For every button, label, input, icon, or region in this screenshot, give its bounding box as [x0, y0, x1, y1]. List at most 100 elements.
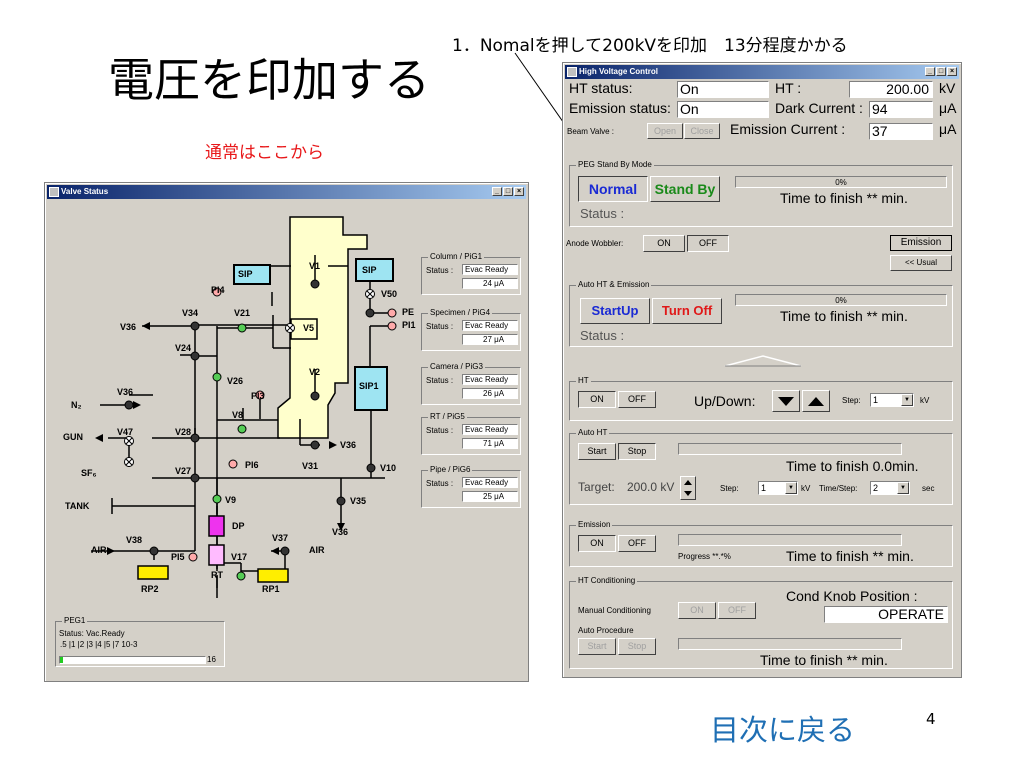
chevron-down-icon[interactable]: ▼ [897, 482, 909, 494]
ht-label: HT : [775, 80, 802, 96]
beam-valve-close-button[interactable]: Close [684, 123, 720, 139]
gauge-group-specimen: Specimen / PiG4 Status : Evac Ready 27 μ… [421, 308, 521, 351]
peg1-group-title: PEG1 [62, 616, 88, 625]
auto-ht-stop-button[interactable]: Stop [618, 443, 656, 460]
chevron-down-icon[interactable]: ▼ [785, 482, 797, 494]
start-here-note: 通常はここから [205, 143, 324, 163]
collapse-handle-icon[interactable] [723, 354, 803, 368]
gauge-group-title: Column / PiG1 [428, 252, 485, 261]
conditioning-off-button[interactable]: OFF [718, 602, 756, 619]
emission-status-field: On [677, 101, 769, 118]
ht-off-button[interactable]: OFF [618, 391, 656, 408]
maximize-icon[interactable]: □ [503, 187, 513, 196]
ht-group: HT ON OFF Up/Down: Step: 1 ▼ kV [569, 376, 953, 421]
emission-off-button[interactable]: OFF [618, 535, 656, 552]
v27-label: V27 [175, 466, 192, 476]
valve-window-titlebar[interactable]: Valve Status _ □ × [47, 185, 526, 199]
auto-ht-target-value: 200.0 kV [627, 480, 675, 494]
dark-current-field: 94 [869, 101, 933, 118]
peg-standby-progress-text: 0% [835, 178, 847, 187]
gauge-group-column: Column / PiG1 Status : Evac Ready 24 μA [421, 252, 521, 295]
time-step-select[interactable]: 2 ▼ [870, 481, 910, 495]
close-icon[interactable]: × [514, 187, 524, 196]
normal-button[interactable]: Normal [578, 176, 648, 202]
anode-wobbler-label: Anode Wobbler: [566, 239, 624, 248]
time-step-unit: sec [922, 484, 935, 493]
v26-label: V26 [227, 376, 244, 386]
ht-value-field: 200.00 [849, 81, 933, 98]
v2-label: V2 [309, 367, 321, 377]
hv-control-window: High Voltage Control _ □ × HT status: On… [562, 62, 962, 678]
gauge-group-rt: RT / PiG5 Status : Evac Ready 71 μA [421, 412, 521, 455]
dark-current-unit: μA [939, 100, 957, 116]
peg-standby-status: Status : [580, 206, 625, 221]
auto-ht-target-label: Target: [578, 480, 615, 494]
emission-current-label: Emission Current : [730, 121, 846, 137]
v31-label: V31 [302, 461, 319, 471]
auto-ht-target-spinner[interactable] [680, 476, 696, 500]
callout-text: 1．Nomalを押して200kVを印加 13分程度かかる [452, 36, 848, 56]
conditioning-on-button[interactable]: ON [678, 602, 716, 619]
minimize-icon[interactable]: _ [925, 67, 935, 76]
gauge-group-camera: Camera / PiG3 Status : Evac Ready 26 μA [421, 362, 521, 405]
v36-label-b: V36 [117, 387, 134, 397]
emission-current-field: 37 [869, 123, 933, 140]
v9-label: V9 [225, 495, 237, 505]
time-step-label: Time/Step: [819, 484, 858, 493]
peg1-status: Status: Vac.Ready [59, 629, 125, 638]
ht-status-label: HT status: [569, 80, 633, 96]
emission-current-unit: μA [939, 121, 957, 137]
minimize-icon[interactable]: _ [492, 187, 502, 196]
gauge-group-title: RT / PiG5 [428, 412, 467, 421]
chevron-down-icon[interactable]: ▼ [901, 394, 913, 406]
ht-group-title: HT [576, 376, 591, 385]
time-step-value: 2 [873, 483, 879, 493]
maximize-icon[interactable]: □ [936, 67, 946, 76]
auto-ht-step-select[interactable]: 1 ▼ [758, 481, 798, 495]
ht-on-button[interactable]: ON [578, 391, 616, 408]
peg1-value: 16 [207, 655, 216, 664]
anode-wobbler-off-button[interactable]: OFF [687, 235, 729, 252]
anode-wobbler-on-button[interactable]: ON [643, 235, 685, 252]
ht-step-select[interactable]: 1 ▼ [870, 393, 914, 407]
gauge-status-label: Status : [426, 322, 454, 331]
v8-label: V8 [232, 410, 244, 420]
rp2-label: RP2 [141, 584, 159, 594]
dp-label: DP [232, 521, 245, 531]
v47-label: V47 [117, 427, 134, 437]
close-icon[interactable]: × [947, 67, 957, 76]
emission-mode-button[interactable]: Emission [890, 235, 952, 251]
startup-button[interactable]: StartUp [580, 298, 650, 324]
auto-ht-emission-group: Auto HT & Emission StartUp Turn Off Stat… [569, 280, 953, 347]
emission-on-button[interactable]: ON [578, 535, 616, 552]
auto-procedure-start-button[interactable]: Start [578, 638, 616, 655]
beam-valve-open-button[interactable]: Open [647, 123, 683, 139]
v34-label: V34 [182, 308, 199, 318]
hv-window-titlebar[interactable]: High Voltage Control _ □ × [565, 65, 959, 79]
back-to-toc-link[interactable]: 目次に戻る [710, 713, 856, 747]
ht-up-button[interactable] [802, 390, 830, 412]
air-right-label: AIR [309, 545, 325, 555]
ht-down-button[interactable] [772, 390, 800, 412]
v36-label-a: V36 [120, 322, 137, 332]
turn-off-button[interactable]: Turn Off [652, 298, 722, 324]
auto-ht-emission-progress-text: 0% [835, 296, 847, 305]
auto-ht-progress [678, 443, 902, 455]
page-number: 4 [926, 710, 936, 728]
auto-ht-start-button[interactable]: Start [578, 443, 616, 460]
sip1-label: SIP1 [359, 381, 379, 391]
pe-label: PE [402, 307, 415, 317]
valve-window-title: Valve Status [61, 187, 109, 196]
vacuum-diagram [91, 216, 397, 598]
gauge-group-pipe: Pipe / PiG6 Status : Evac Ready 25 μA [421, 465, 521, 508]
peg1-level-bar [59, 656, 206, 664]
spinner-arrows-icon [684, 480, 692, 496]
gauge-status-field: Evac Ready [462, 374, 518, 385]
emission-progress-text: Progress **.*% [678, 552, 731, 561]
usual-mode-button[interactable]: << Usual [890, 255, 952, 271]
peg1-level-fill [60, 657, 63, 663]
conditioning-finish: Time to finish ** min. [760, 652, 888, 668]
auto-procedure-stop-button[interactable]: Stop [618, 638, 656, 655]
standby-button[interactable]: Stand By [650, 176, 720, 202]
v10-label: V10 [380, 463, 397, 473]
